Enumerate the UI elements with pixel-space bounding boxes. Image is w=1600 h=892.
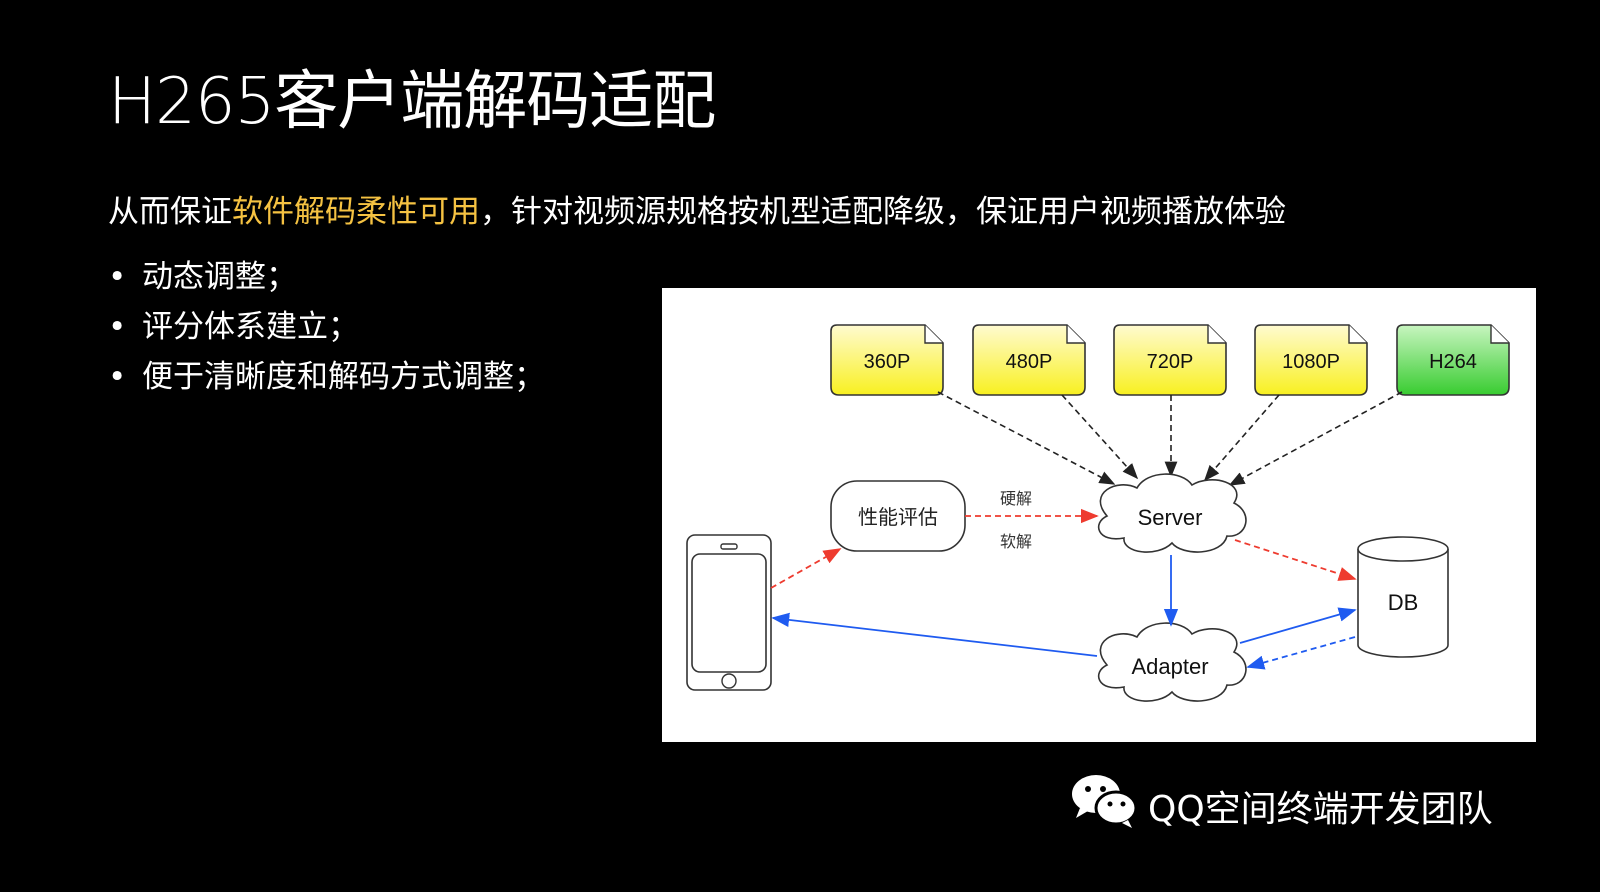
- bullet-item: •动态调整；: [108, 259, 297, 295]
- arrow-1080p-server: [1203, 394, 1280, 482]
- adapter-label: Adapter: [1131, 654, 1208, 679]
- subtitle-highlight: 软件解码柔性可用: [232, 194, 480, 230]
- adapter-cloud: [1097, 622, 1247, 702]
- slide-title: H265客户端解码适配: [108, 65, 716, 139]
- arrow-adapter-phone: [771, 612, 1098, 657]
- file-note-label: 720P: [1147, 351, 1194, 373]
- bullet-item: •评分体系建立；: [108, 309, 359, 345]
- arrow-360p-server: [937, 391, 1116, 485]
- brand-name: QQ空间终端开发团队: [1148, 788, 1493, 830]
- arrow-480p-server: [1061, 394, 1139, 480]
- arrow-h264-server: [1228, 391, 1403, 486]
- arrow-server-db: [1234, 539, 1357, 581]
- file-note-720p: 720P: [1113, 324, 1227, 396]
- soft-decode-label: 软解: [1000, 533, 1032, 551]
- footer-brand: QQ空间终端开发团队: [1070, 772, 1493, 839]
- bullet-list: •动态调整； •评分体系建立； •便于清晰度和解码方式调整；: [108, 254, 545, 404]
- file-note-label: 480P: [1006, 351, 1053, 373]
- db-label: DB: [1388, 590, 1419, 615]
- arrow-adapter-db: [1239, 607, 1357, 644]
- phone-icon: [686, 534, 772, 691]
- arrow-db-adapter: [1246, 636, 1356, 670]
- subtitle-post: ，针对视频源规格按机型适配降级，保证用户视频播放体验: [480, 194, 1286, 230]
- file-note-1080p: 1080P: [1254, 324, 1368, 396]
- subtitle-pre: 从而保证: [108, 194, 232, 230]
- wechat-icon: [1070, 772, 1138, 839]
- file-note-h264: H264: [1396, 324, 1510, 396]
- db-cylinder: [1357, 536, 1449, 658]
- server-cloud: [1097, 473, 1247, 553]
- bullet-item: •便于清晰度和解码方式调整；: [108, 359, 545, 395]
- file-note-480p: 480P: [972, 324, 1086, 396]
- file-note-label: H264: [1429, 351, 1477, 373]
- file-note-label: 1080P: [1282, 351, 1340, 373]
- arrow-phone-perf: [770, 548, 842, 589]
- file-note-label: 360P: [864, 351, 911, 373]
- hard-decode-label: 硬解: [1000, 490, 1032, 508]
- slide-subtitle: 从而保证软件解码柔性可用，针对视频源规格按机型适配降级，保证用户视频播放体验: [108, 186, 1286, 231]
- perf-eval-label: 性能评估: [858, 506, 938, 529]
- server-label: Server: [1138, 505, 1203, 530]
- file-note-360p: 360P: [830, 324, 944, 396]
